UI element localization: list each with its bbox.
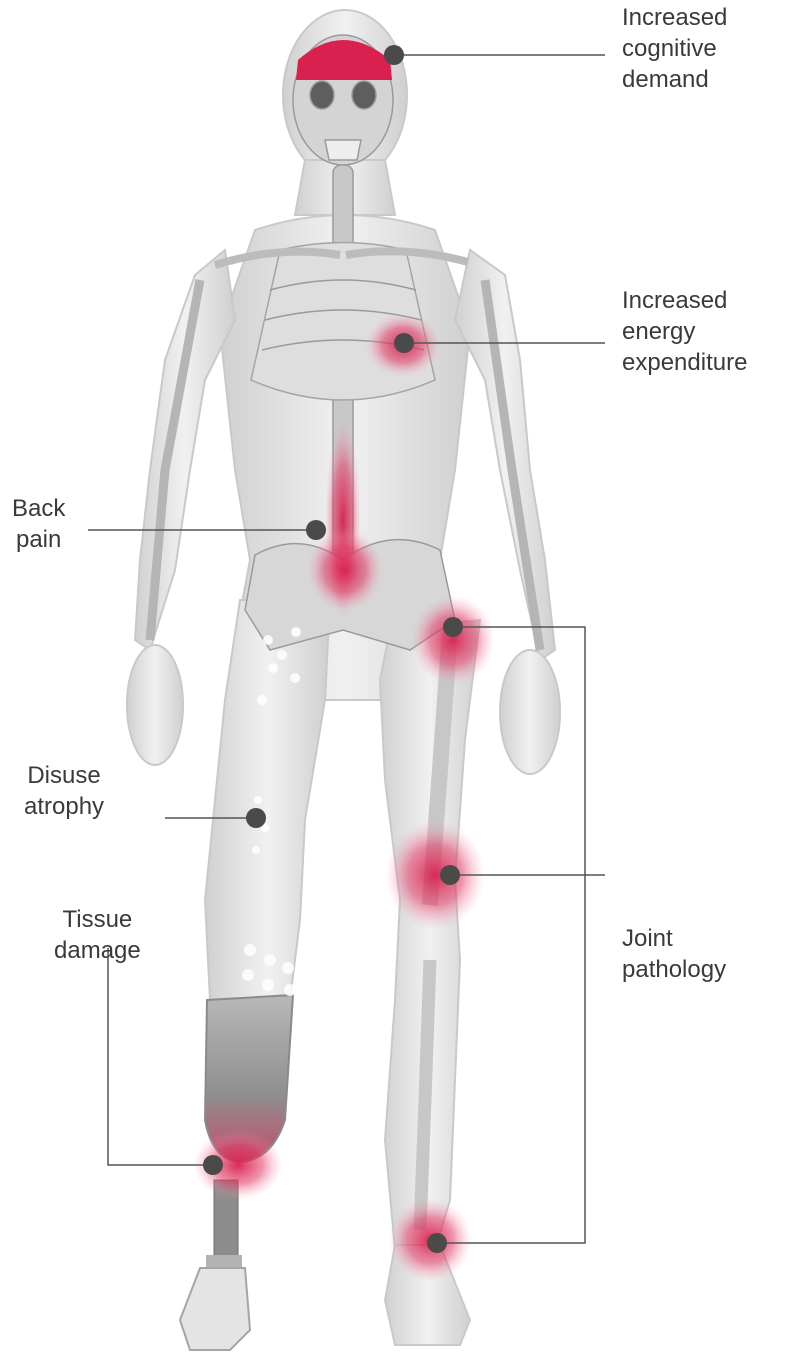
ankle-joint-marker xyxy=(427,1233,447,1253)
disuse-marker xyxy=(246,808,266,828)
label-back-pain: Back pain xyxy=(12,493,65,555)
label-joint-pathology: Joint pathology xyxy=(622,923,726,985)
label-energy-expenditure: Increased energy expenditure xyxy=(622,285,747,378)
label-cognitive-demand: Increased cognitive demand xyxy=(622,2,727,95)
label-disuse-atrophy: Disuse atrophy xyxy=(24,760,104,822)
back-pain-marker xyxy=(306,520,326,540)
label-tissue-damage: Tissue damage xyxy=(54,904,141,966)
energy-marker xyxy=(394,333,414,353)
cognitive-marker xyxy=(384,45,404,65)
knee-joint-marker xyxy=(440,865,460,885)
hip-joint-marker xyxy=(443,617,463,637)
tissue-marker xyxy=(203,1155,223,1175)
sacrum-highlight xyxy=(307,528,383,612)
hip-highlight xyxy=(411,595,495,685)
